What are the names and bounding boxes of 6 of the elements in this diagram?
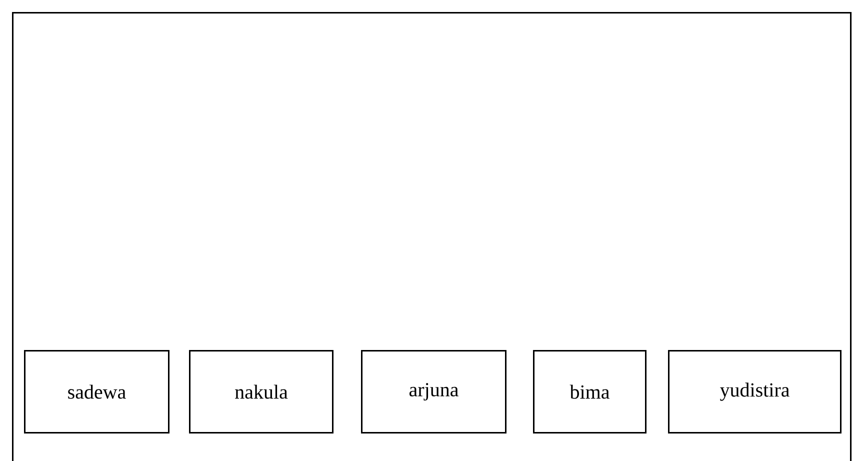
- label-box: arjuna: [361, 350, 506, 434]
- label-box: bima: [533, 350, 646, 434]
- label-box: sadewa: [24, 350, 170, 434]
- frame-box: [12, 12, 852, 461]
- label-box: yudistira: [668, 350, 842, 434]
- label-box: nakula: [189, 350, 334, 434]
